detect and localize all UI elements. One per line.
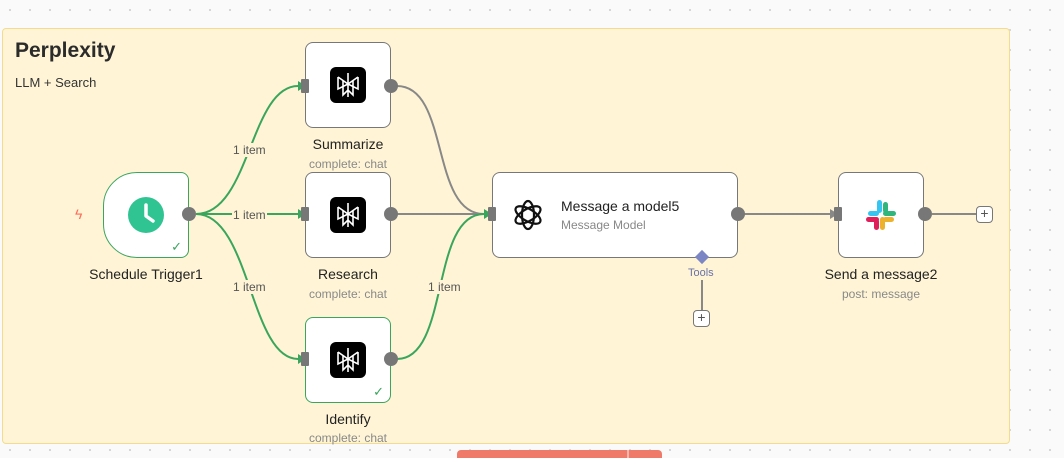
sticky-subtitle: LLM + Search	[15, 75, 97, 90]
node-sublabel-send-message: post: message	[841, 287, 921, 301]
node-message-model[interactable]: Message a model5 Message Model	[492, 172, 738, 258]
clock-icon	[128, 197, 164, 233]
perplexity-logo-icon	[330, 197, 366, 233]
tools-label: Tools	[688, 267, 714, 279]
send-output-handle[interactable]	[918, 207, 932, 221]
research-input-handle[interactable]	[301, 207, 309, 221]
node-send-message[interactable]	[838, 172, 924, 258]
node-sublabel-research: complete: chat	[308, 287, 388, 301]
research-output-handle[interactable]	[384, 207, 398, 221]
model-output-handle[interactable]	[731, 207, 745, 221]
edge-label-research: 1 item	[232, 208, 267, 222]
node-sublabel-summarize: complete: chat	[308, 157, 388, 171]
node-identify[interactable]: ✓	[305, 317, 391, 403]
edge-label-identify: 1 item	[232, 280, 267, 294]
node-label-schedule-trigger: Schedule Trigger1	[89, 266, 203, 282]
node-label-summarize: Summarize	[312, 136, 384, 152]
node-sublabel-identify: complete: chat	[308, 431, 388, 445]
sticky-title: Perplexity	[15, 39, 116, 62]
add-node-button[interactable]: +	[976, 206, 993, 223]
success-check-icon: ✓	[171, 239, 182, 254]
node-schedule-trigger[interactable]: ✓	[103, 172, 189, 258]
openai-logo-icon	[514, 199, 542, 231]
perplexity-logo-icon	[330, 67, 366, 103]
trigger-bolt-icon: ϟ	[75, 206, 83, 222]
bottom-action-bar[interactable]	[457, 450, 662, 458]
edge-label-summarize: 1 item	[232, 143, 267, 157]
model-input-handle[interactable]	[488, 207, 496, 221]
node-label-message-model: Message a model5	[561, 198, 680, 214]
add-tool-button[interactable]: +	[693, 310, 710, 327]
trigger-output-handle[interactable]	[182, 207, 196, 221]
node-summarize[interactable]	[305, 42, 391, 128]
perplexity-logo-icon	[330, 342, 366, 378]
node-research[interactable]	[305, 172, 391, 258]
edge-summarize-model	[396, 85, 485, 215]
bottom-action-bar-divider	[627, 450, 629, 458]
send-input-handle[interactable]	[834, 207, 842, 221]
identify-output-handle[interactable]	[384, 352, 398, 366]
edge-label-identify-model: 1 item	[427, 280, 462, 294]
summarize-input-handle[interactable]	[301, 79, 309, 93]
node-label-send-message: Send a message2	[824, 266, 938, 282]
slack-logo-icon	[866, 200, 896, 230]
node-label-research: Research	[318, 266, 378, 282]
node-label-identify: Identify	[325, 411, 371, 427]
node-sublabel-message-model: Message Model	[561, 218, 646, 232]
success-check-icon: ✓	[373, 384, 384, 399]
identify-input-handle[interactable]	[301, 352, 309, 366]
summarize-output-handle[interactable]	[384, 79, 398, 93]
